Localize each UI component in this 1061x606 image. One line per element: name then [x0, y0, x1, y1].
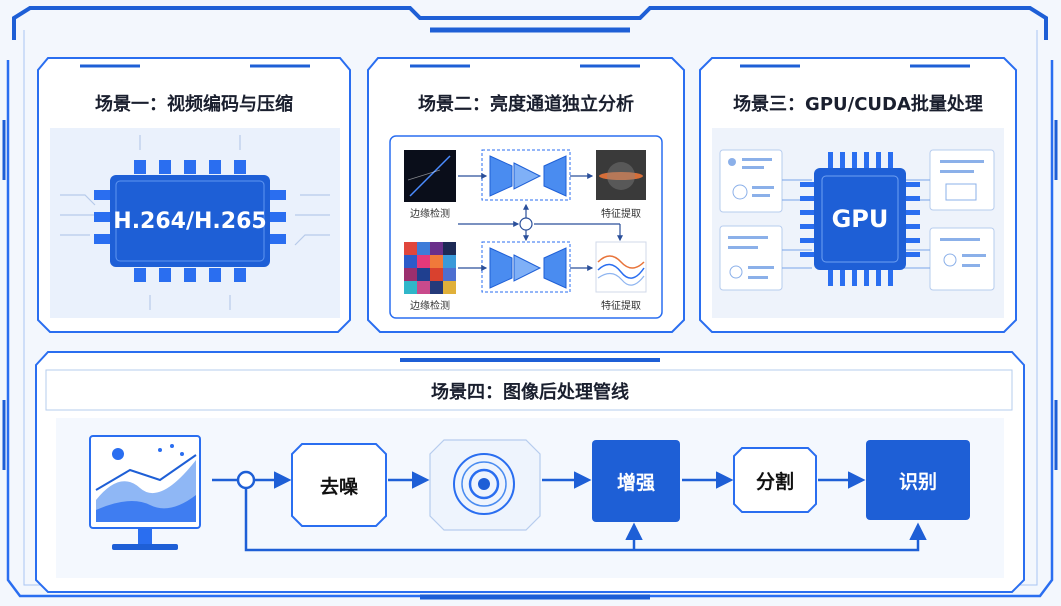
gpu-icon — [800, 152, 920, 286]
panel-scenario1 — [37, 57, 351, 333]
stage-recognize-box — [866, 440, 970, 520]
step-segment-label: 分割 — [755, 470, 794, 493]
chip-icon — [60, 135, 330, 310]
top-output-label: 特征提取 — [601, 209, 641, 220]
edge-detect-image-bottom — [404, 242, 456, 294]
scenario1-title: 场景一：视频编码与压缩 — [95, 94, 293, 115]
panel-scenario2 — [367, 57, 685, 333]
scenario3-title: 场景三：GPU/CUDA批量处理 — [733, 94, 983, 115]
feature-map-top — [596, 150, 646, 200]
lens-icon — [429, 439, 541, 531]
scenario4-title: 场景四：图像后处理管线 — [431, 382, 629, 403]
bottom-input-label: 边缘检测 — [410, 301, 450, 312]
panel-scenario3 — [699, 57, 1017, 333]
chip-label: H.264/H.265 — [113, 208, 267, 234]
stage-denoise-box — [291, 443, 387, 527]
scenario2-title: 场景二：亮度通道独立分析 — [418, 94, 634, 115]
panel-scenario4 — [35, 351, 1025, 593]
step-denoise-label: 去噪 — [319, 475, 358, 498]
stage-enhance-box — [592, 440, 680, 522]
top-input-label: 边缘检测 — [410, 209, 450, 220]
bottom-output-label: 特征提取 — [601, 301, 641, 312]
stage-segment-box — [733, 447, 817, 513]
merge-node-icon — [519, 217, 533, 231]
network-block-top — [481, 149, 571, 201]
branch-node-icon — [236, 470, 256, 490]
network-block-bottom — [481, 241, 571, 293]
gpu-label: GPU — [831, 205, 889, 233]
step-enhance-label: 增强 — [616, 471, 655, 494]
monitor-chart-icon — [89, 435, 201, 550]
edge-detect-image-top — [404, 150, 456, 202]
feature-wave-bottom — [595, 241, 647, 293]
step-recognize-label: 识别 — [898, 470, 937, 493]
